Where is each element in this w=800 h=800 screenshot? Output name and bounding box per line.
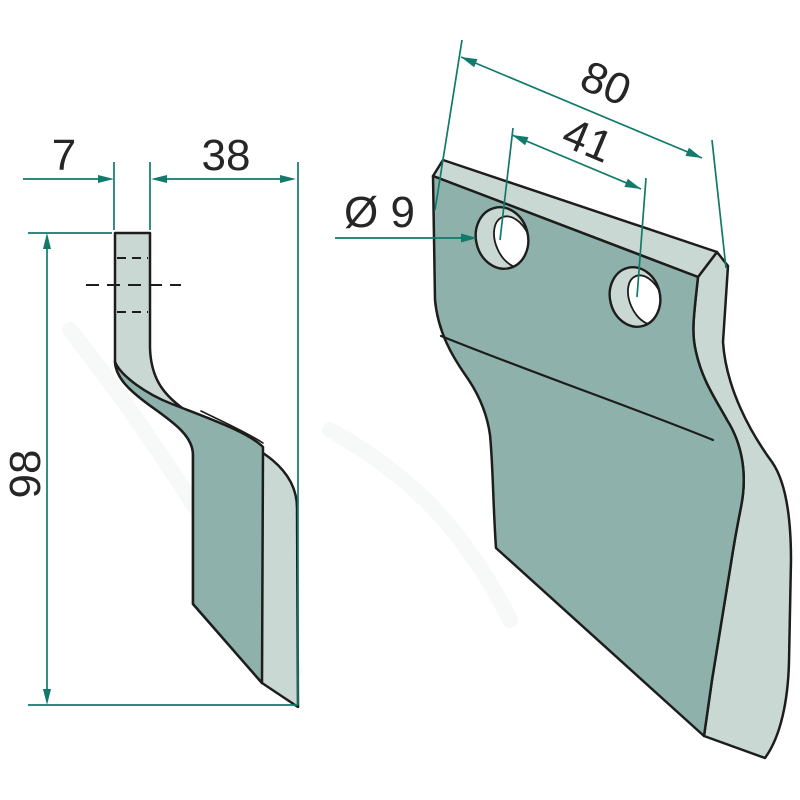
dim-height-label: 98 <box>1 450 50 499</box>
dim-hole-spacing-label: 41 <box>556 109 620 173</box>
side-view-dimensions: 7 38 98 <box>1 131 299 706</box>
iso-view-fold-line <box>439 334 715 442</box>
dim-hole-diameter-label: Ø 9 <box>344 188 415 237</box>
dim-width-label: 80 <box>574 51 638 115</box>
dim-offset-label: 38 <box>202 131 251 180</box>
hidden-hole-lines <box>86 257 181 313</box>
side-view-fold-line <box>200 410 264 444</box>
side-view <box>86 231 300 709</box>
side-view-inner-face <box>113 360 265 685</box>
iso-view <box>431 158 793 760</box>
iso-view-front-face <box>431 174 745 738</box>
dim-thickness-label: 7 <box>52 131 76 180</box>
